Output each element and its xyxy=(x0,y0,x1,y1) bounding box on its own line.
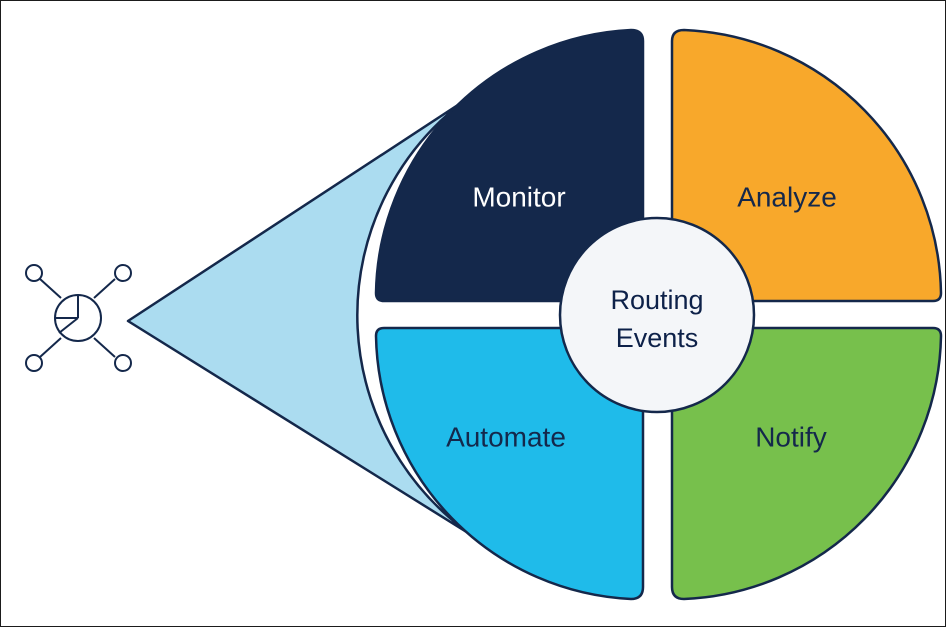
network-analytics-icon xyxy=(25,264,132,372)
analyze-label: Analyze xyxy=(737,181,837,212)
center-circle xyxy=(558,216,756,414)
quadrant-notify[interactable] xyxy=(670,326,943,601)
center-label-line2: Events xyxy=(616,323,699,353)
monitor-label: Monitor xyxy=(472,181,565,212)
notify-label: Notify xyxy=(755,421,827,452)
quadrant-analyze[interactable] xyxy=(670,28,943,303)
automate-label: Automate xyxy=(446,421,566,452)
funnel-cone xyxy=(126,97,491,548)
center-label-line1: Routing xyxy=(610,285,703,315)
